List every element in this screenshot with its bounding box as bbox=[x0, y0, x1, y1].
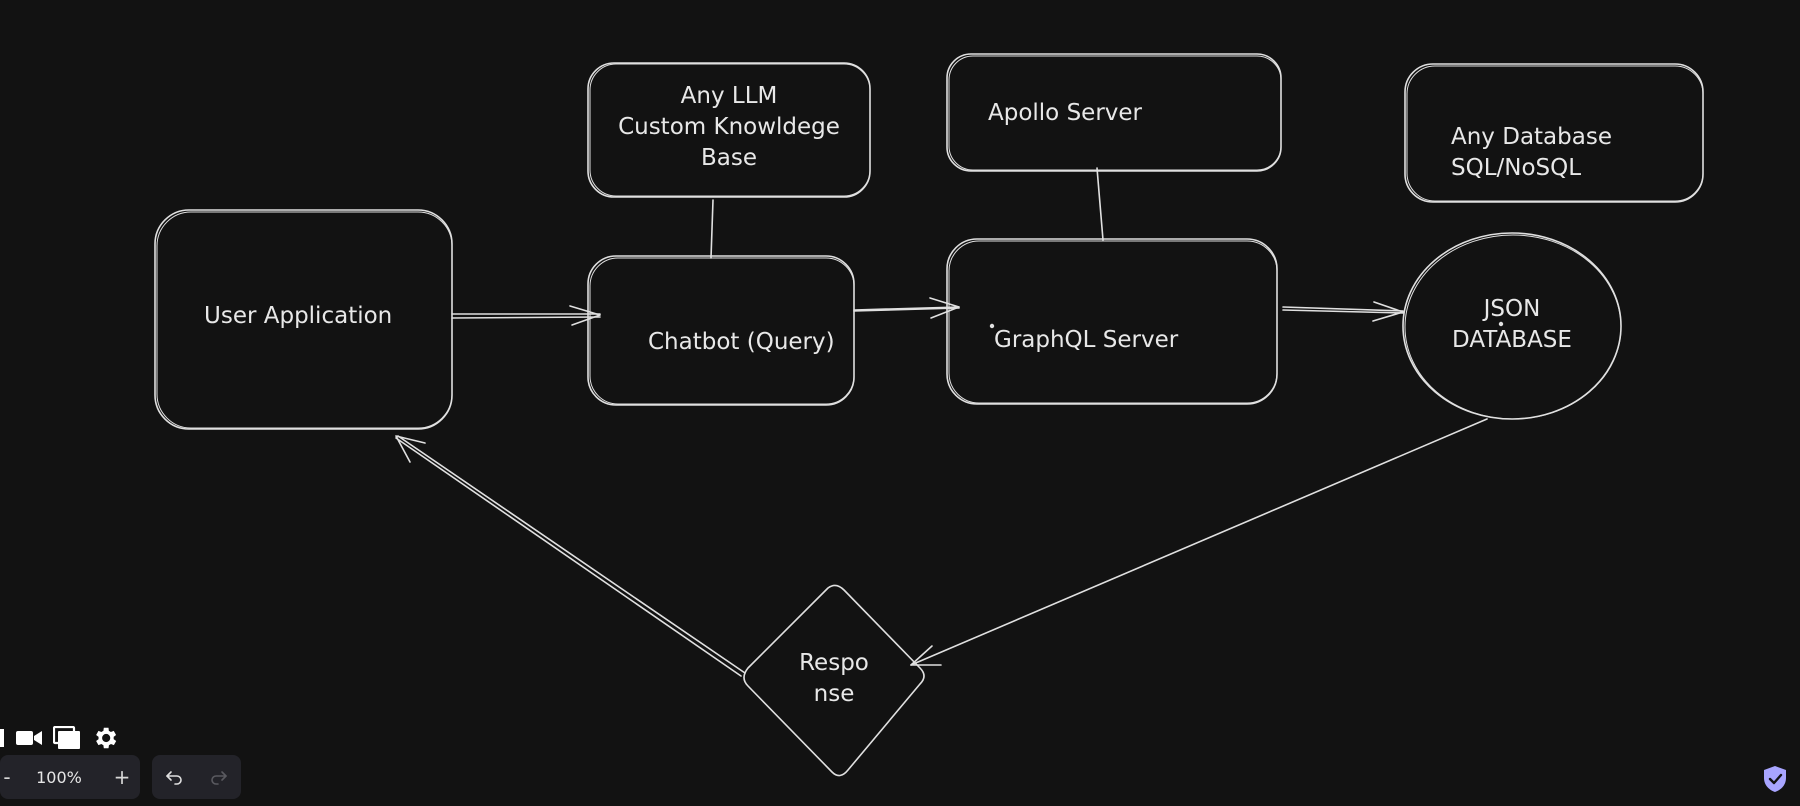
arrow-userapp-chatbot[interactable] bbox=[451, 305, 601, 326]
zoom-in-button[interactable]: + bbox=[113, 765, 131, 789]
node-json-database[interactable] bbox=[1402, 232, 1622, 420]
label-json-database: JSON DATABASE bbox=[1432, 294, 1592, 356]
label-database-line1: Any Database bbox=[1451, 124, 1612, 150]
label-json-line2: DATABASE bbox=[1452, 327, 1572, 353]
label-llm-line3: Base bbox=[700, 145, 757, 171]
slides-icon[interactable] bbox=[52, 723, 82, 753]
node-any-database[interactable] bbox=[1404, 63, 1704, 203]
node-response[interactable] bbox=[743, 584, 925, 777]
label-apollo-server: Apollo Server bbox=[988, 100, 1142, 126]
label-any-database: Any Database SQL/NoSQL bbox=[1451, 122, 1612, 184]
connector-apollo-graphql[interactable] bbox=[1096, 167, 1104, 241]
node-graphql-server[interactable] bbox=[946, 238, 1278, 405]
label-llm: Any LLM Custom Knowldege Base bbox=[600, 81, 858, 174]
arrow-chatbot-graphql[interactable] bbox=[853, 297, 960, 319]
node-apollo-server[interactable] bbox=[946, 53, 1282, 172]
node-user-application[interactable] bbox=[154, 209, 453, 430]
zoom-level[interactable]: 100% bbox=[36, 767, 82, 787]
label-chatbot: Chatbot (Query) bbox=[648, 329, 835, 355]
label-llm-line1: Any LLM bbox=[680, 83, 778, 109]
label-response-line2: nse bbox=[813, 681, 855, 707]
dot-marker bbox=[989, 323, 995, 329]
redo-icon[interactable] bbox=[201, 759, 237, 795]
connector-llm-chatbot[interactable] bbox=[710, 199, 714, 259]
bottom-tool-icons bbox=[0, 719, 120, 757]
dot-marker bbox=[1498, 321, 1504, 327]
arrow-graphql-json[interactable] bbox=[1282, 301, 1404, 322]
label-user-application: User Application bbox=[204, 303, 393, 329]
shield-check-icon[interactable] bbox=[1762, 765, 1788, 793]
label-llm-line2: Custom Knowldege bbox=[618, 114, 840, 140]
label-json-line1: JSON bbox=[1483, 296, 1541, 322]
arrow-response-userapp[interactable] bbox=[395, 435, 746, 677]
label-response-line1: Respo bbox=[799, 650, 869, 676]
node-chatbot[interactable] bbox=[587, 255, 855, 406]
zoom-controls: - 100% + bbox=[0, 755, 140, 799]
zoom-out-button[interactable]: - bbox=[3, 765, 11, 789]
undo-redo-controls bbox=[152, 755, 241, 799]
label-response: Respo nse bbox=[774, 648, 894, 710]
settings-gear-icon[interactable] bbox=[90, 723, 120, 753]
label-graphql-server: GraphQL Server bbox=[994, 327, 1179, 353]
video-camera-icon[interactable] bbox=[14, 723, 44, 753]
hand-icon[interactable] bbox=[0, 723, 6, 753]
arrow-json-response[interactable] bbox=[910, 418, 1488, 666]
label-database-line2: SQL/NoSQL bbox=[1451, 155, 1582, 181]
undo-icon[interactable] bbox=[156, 759, 192, 795]
node-llm-knowledge-base[interactable] bbox=[587, 62, 871, 198]
